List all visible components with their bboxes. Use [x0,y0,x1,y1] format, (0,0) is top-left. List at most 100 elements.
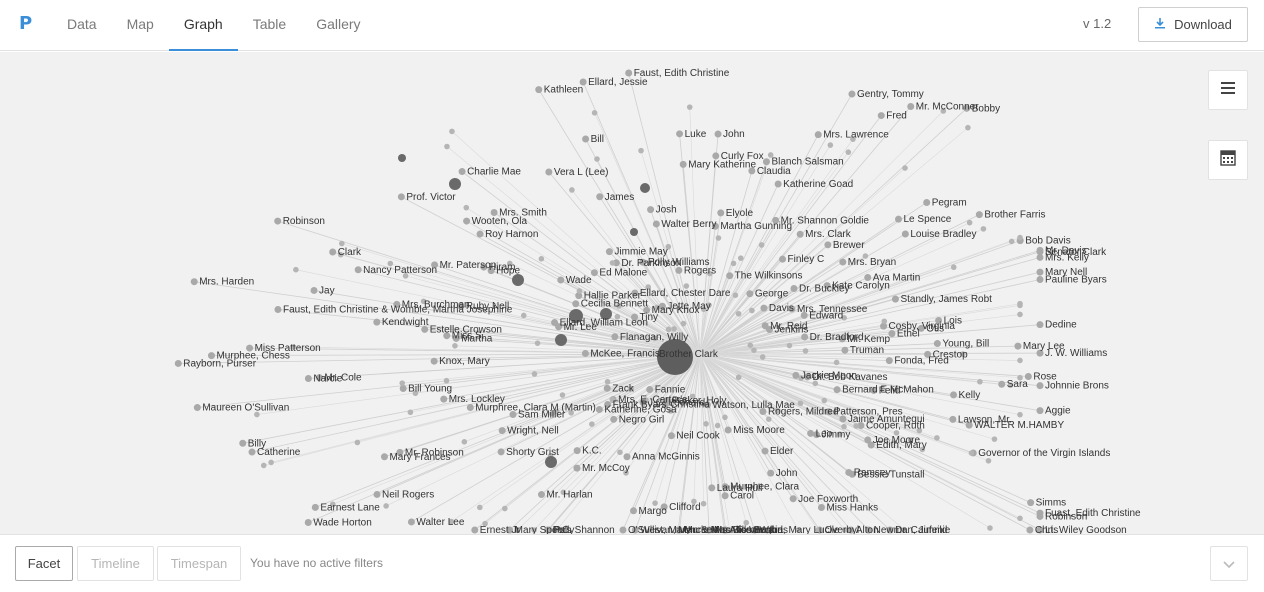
graph-node-label: Mr. Kemp [847,334,890,345]
graph-node [393,300,401,308]
graph-node [480,263,488,271]
tab-gallery[interactable]: Gallery [316,16,361,32]
graph-edge [341,243,701,355]
graph-node [1017,515,1023,522]
graph-edge [699,353,852,531]
graph-node [792,371,800,379]
graph-edge [663,353,701,507]
facet-button[interactable]: Facet [15,546,73,581]
graph-edge [625,353,701,473]
graph-edge [410,353,701,413]
graph-hub-node [512,274,524,286]
graph-node [254,411,260,418]
graph-edge [699,266,954,355]
graph-node [535,86,543,94]
graph-edge [399,353,701,453]
graph-node [396,448,404,456]
graph-node [534,340,541,346]
graph-node [443,332,451,340]
graph-node [402,273,409,279]
graph-node [520,312,527,319]
graph-node-label: Mr. & Mrs. Bill Vaughn [685,525,783,534]
graph-node [630,507,638,515]
graph-node-label: Fonda, Fred [894,356,948,367]
graph-node-label: James [605,192,634,203]
graph-node [711,222,719,230]
graph-node-label: Jackie Moon [801,370,857,381]
tab-map[interactable]: Map [126,16,154,32]
graph-node [514,527,521,533]
top-navigation-bar: P Data Map Graph Table Gallery v 1.2 Dow… [0,0,1264,51]
graph-node-label: Maureen O'Sullivan [202,403,289,414]
graph-edge [678,270,701,355]
graph-node [880,322,888,330]
graph-node-label: Zack [612,383,635,394]
graph-node [239,439,247,447]
graph-node [680,320,687,327]
graph-node [643,397,649,403]
graph-edge [699,214,980,355]
graph-node [801,333,809,341]
graph-node [246,344,254,352]
graph-edge [594,112,701,355]
graph-edge [699,237,719,355]
download-button[interactable]: Download [1138,7,1248,42]
graph-node-label: Mrs. Burchman [402,299,470,310]
graph-node [290,344,296,350]
graph-node [749,307,755,314]
graph-node [679,160,687,168]
graph-node [691,498,697,505]
graph-node [966,219,973,226]
graph-node [575,292,583,300]
graph-node [1036,246,1044,254]
tab-graph[interactable]: Graph [168,0,238,51]
tab-table[interactable]: Table [252,16,287,32]
graph-node [604,378,611,385]
graph-node [893,430,900,436]
graph-node-label: Otis [926,323,944,334]
graph-node [667,408,674,414]
graph-node [795,527,802,533]
graph-node-label: Jenkins [774,324,808,335]
graph-node-label: Anna McGinnis [632,452,700,463]
graph-node-label: Senator Clark [1045,247,1107,258]
graph-node-label: Clark [338,247,362,258]
collapse-panel-button[interactable] [1210,546,1248,581]
graph-edge [582,81,701,355]
app-logo[interactable]: P [19,13,33,34]
graph-node [823,282,831,290]
timespan-button[interactable]: Timespan [157,546,241,581]
graph-node [676,130,684,138]
graph-node-label: Alton [856,525,879,534]
graph-edge [699,353,819,531]
metrics-button[interactable] [1208,140,1248,180]
graph-node [815,527,821,533]
graph-node-label: Miss Hanks [826,503,878,514]
graph-node [717,209,725,217]
graph-node [589,421,595,427]
graph-node [765,416,772,422]
graph-node [686,104,693,110]
graph-node [443,377,450,384]
graph-node-label: Hiram [489,262,516,273]
graph-edge [699,353,769,420]
graph-node [463,204,470,211]
graph-node [683,283,690,289]
tab-data[interactable]: Data [67,16,97,32]
graph-node [1036,526,1044,534]
graph-node-label: Hope [496,266,520,277]
menu-button[interactable] [1208,70,1248,110]
graph-edge [277,309,701,355]
graph-node-label: Mr. Cole [324,373,362,384]
graph-node-label: Kelly [959,390,981,401]
graph-node [708,484,716,492]
timeline-button[interactable]: Timeline [77,546,154,581]
graph-node [471,526,479,534]
graph-node [1024,372,1032,380]
graph-node [444,143,450,150]
graph-node-label: Davis [769,303,794,314]
graph-node-label: Rogers, Mildred [768,407,839,418]
graph-node [373,490,381,498]
